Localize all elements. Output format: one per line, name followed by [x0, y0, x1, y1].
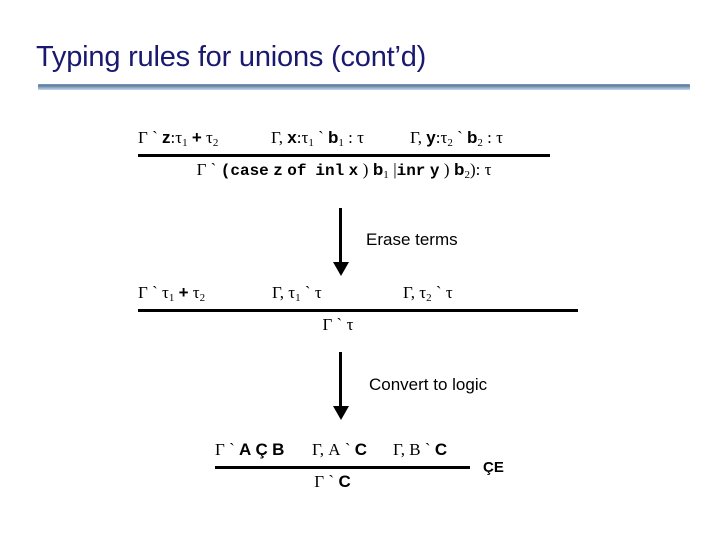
convert-to-logic-label: Convert to logic — [369, 375, 488, 394]
premise-1: Γ ` τ1 + τ2 — [138, 283, 206, 304]
arrow-shaft — [339, 208, 342, 264]
erased-rule: Γ ` τ1 + τ2 Γ, τ1 ` τ Γ, τ2 ` τ Γ ` τ — [138, 283, 578, 341]
premise-3: Γ, τ2 ` τ — [403, 283, 453, 304]
typing-rule-conclusion: Γ ` (case z of inl x ) b1 |inr y ) b2): … — [196, 160, 492, 181]
convert-to-logic-arrow — [333, 352, 349, 420]
logic-rule-name: ÇE — [483, 459, 504, 476]
title-divider — [38, 84, 690, 90]
premise-3: Γ, y:τ2 ` b2 : τ — [410, 128, 503, 149]
logic-rule-bar — [215, 466, 470, 469]
erase-terms-label: Erase terms — [366, 230, 458, 249]
logic-rule: Γ ` A Ç B Γ, A ` C Γ, B ` C Γ ` C — [215, 440, 470, 498]
logic-rule-conclusion: Γ ` C — [314, 472, 351, 491]
erase-terms-arrow — [333, 208, 349, 276]
premise-1: Γ ` z:τ1 + τ2 — [138, 128, 219, 149]
logic-rule-premises: Γ ` A Ç B Γ, A ` C Γ, B ` C — [215, 440, 470, 466]
arrow-head — [333, 262, 349, 276]
erased-rule-bar — [138, 309, 578, 312]
premise-2: Γ, A ` C — [312, 440, 368, 459]
typing-rule-bar — [138, 154, 550, 157]
typing-rule-premises: Γ ` z:τ1 + τ2 Γ, x:τ1 ` b1 : τ Γ, y:τ2 `… — [138, 128, 550, 154]
page-title: Typing rules for unions (cont’d) — [36, 41, 427, 73]
premise-3: Γ, B ` C — [393, 440, 448, 459]
premise-1: Γ ` A Ç B — [215, 440, 285, 459]
premise-2: Γ, τ1 ` τ — [272, 283, 322, 304]
erased-rule-conclusion: Γ ` τ — [322, 315, 354, 334]
arrow-head — [333, 406, 349, 420]
erased-rule-premises: Γ ` τ1 + τ2 Γ, τ1 ` τ Γ, τ2 ` τ — [138, 283, 578, 309]
arrow-shaft — [339, 352, 342, 408]
typing-rule: Γ ` z:τ1 + τ2 Γ, x:τ1 ` b1 : τ Γ, y:τ2 `… — [138, 128, 550, 186]
premise-2: Γ, x:τ1 ` b1 : τ — [271, 128, 364, 149]
